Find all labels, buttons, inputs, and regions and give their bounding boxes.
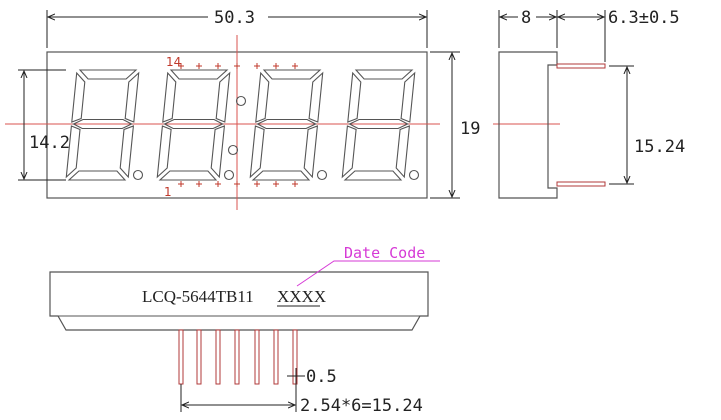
digit-height-label: 14.2	[29, 133, 70, 153]
digit-4-segment-g	[348, 118, 409, 130]
digit-4-segment-f	[347, 71, 362, 123]
digit-1-segment-a	[78, 69, 138, 80]
pin-marker-top-1	[178, 63, 184, 69]
date-code-marking: XXXX	[277, 287, 326, 306]
digit-1-segment-c	[119, 125, 135, 179]
digit-2-segment-c	[210, 125, 226, 179]
digit-group	[65, 69, 420, 181]
bottom-pin-2	[196, 329, 202, 385]
date-code-callout-label: Date Code	[344, 244, 425, 262]
pin-marker-bottom-2	[196, 181, 202, 187]
pin-14-label: 14	[166, 55, 181, 69]
digit-4	[341, 69, 420, 181]
digit-4-segment-c	[395, 125, 411, 179]
pin-diameter-label: 0.5	[306, 367, 337, 387]
pin-marker-bottom-6	[273, 181, 279, 187]
bottom-pin-group	[178, 329, 298, 385]
width-label: 50.3	[214, 8, 255, 28]
digit-2-segment-f	[162, 71, 177, 123]
bottom-body-outline	[49, 271, 429, 331]
pin-marker-bottom-5	[254, 181, 260, 187]
pin-marker-top-5	[254, 63, 260, 69]
digit-3-segment-f	[255, 71, 270, 123]
pin-marker-top-6	[273, 63, 279, 69]
pin-1-label: 1	[164, 185, 172, 199]
digit-2-segment-g	[163, 118, 224, 130]
digit-1-decimal-point	[132, 169, 144, 181]
digit-3-decimal-point	[316, 169, 328, 181]
front-view: 14 1 50.3 14.2 19	[5, 5, 480, 210]
pin-marker-top-2	[196, 63, 202, 69]
digit-2-decimal-point	[223, 169, 235, 181]
bottom-pin-3	[215, 329, 221, 385]
digit-1-segment-f	[71, 71, 86, 123]
digit-2-segment-b	[215, 71, 231, 123]
pin-marker-group	[178, 63, 298, 187]
digit-4-segment-b	[400, 71, 416, 123]
digit-3	[249, 69, 328, 181]
pin-pitch-label: 2.54*6=15.24	[300, 396, 423, 416]
digit-2	[156, 69, 235, 181]
digit-2-segment-a	[169, 69, 229, 80]
bottom-view: LCQ-5644TB11 XXXX Date Code 0.5 2.54*6=1…	[49, 244, 440, 416]
part-number: LCQ-5644TB11	[142, 287, 254, 306]
bottom-pin-6	[273, 329, 279, 385]
side-view: 8 6.3±0.5 15.24	[493, 5, 685, 199]
digit-1	[65, 69, 144, 181]
bottom-pin-7	[292, 329, 298, 385]
side-pin-lower	[556, 181, 606, 187]
pin-marker-top-4	[234, 63, 240, 69]
digit-3-segment-b	[308, 71, 324, 123]
pin-length-label: 6.3±0.5	[608, 8, 680, 28]
side-depth-label: 8	[521, 8, 531, 28]
pin-marker-top-7	[292, 63, 298, 69]
digit-4-segment-e	[341, 125, 357, 179]
bottom-pin-5	[254, 329, 260, 385]
digit-2-segment-e	[156, 125, 172, 179]
digit-4-segment-a	[354, 69, 414, 80]
colon-dot-lower	[227, 144, 239, 156]
digit-3-segment-e	[249, 125, 265, 179]
pin-marker-bottom-4	[234, 181, 240, 187]
digit-2-segment-d	[158, 170, 218, 181]
bottom-pin-1	[178, 329, 184, 385]
pin-row-spacing-label: 15.24	[634, 137, 685, 157]
digit-1-segment-d	[67, 170, 127, 181]
side-pin-upper	[556, 63, 606, 69]
pin-marker-bottom-3	[215, 181, 221, 187]
pin-marker-bottom-7	[292, 181, 298, 187]
side-body-outline	[498, 51, 558, 199]
date-code-leader	[296, 260, 440, 287]
pin-marker-top-3	[215, 63, 221, 69]
digit-3-segment-d	[251, 170, 311, 181]
pin-marker-bottom-1	[178, 181, 184, 187]
bottom-pin-4	[234, 329, 240, 385]
digit-3-segment-g	[256, 118, 317, 130]
digit-1-segment-e	[65, 125, 81, 179]
digit-3-segment-c	[303, 125, 319, 179]
digit-1-segment-b	[124, 71, 140, 123]
height-label: 19	[460, 119, 480, 139]
digit-1-segment-g	[72, 118, 133, 130]
digit-4-segment-d	[343, 170, 403, 181]
colon-dot-upper	[235, 95, 247, 107]
digit-3-segment-a	[262, 69, 322, 80]
digit-4-decimal-point	[408, 169, 420, 181]
